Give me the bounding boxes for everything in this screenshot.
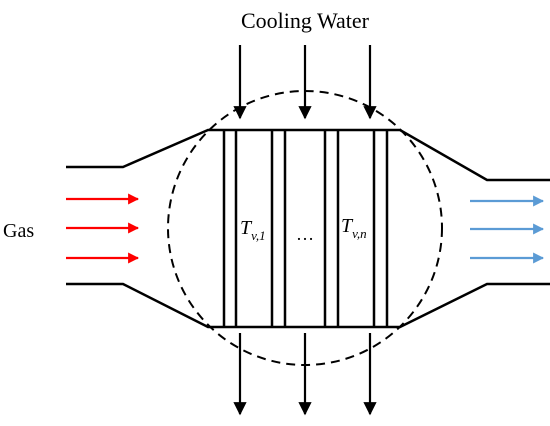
- gas-inlet-arrows: [66, 193, 140, 264]
- duct-walls: [66, 128, 550, 329]
- tube-first-subscript: v,1: [251, 228, 266, 243]
- tube-first-main: T: [240, 217, 253, 239]
- tube-ellipsis: …: [296, 224, 314, 244]
- tube-last-main: T: [341, 215, 354, 237]
- tube-bank: [222, 130, 389, 327]
- duct-lower-wall: [66, 282, 550, 329]
- tube-first-label: Tv,1: [240, 217, 266, 243]
- duct-upper-wall: [66, 128, 550, 182]
- gas-outlet-arrows: [470, 195, 545, 264]
- cooling-water-inlet-arrows: [233, 45, 377, 120]
- cooling-water-label: Cooling Water: [241, 8, 370, 33]
- tube-last-subscript: v,n: [352, 226, 367, 241]
- gas-label: Gas: [3, 220, 34, 242]
- tube-last-label: Tv,n: [341, 215, 367, 241]
- cooling-water-outlet-arrows: [233, 333, 377, 416]
